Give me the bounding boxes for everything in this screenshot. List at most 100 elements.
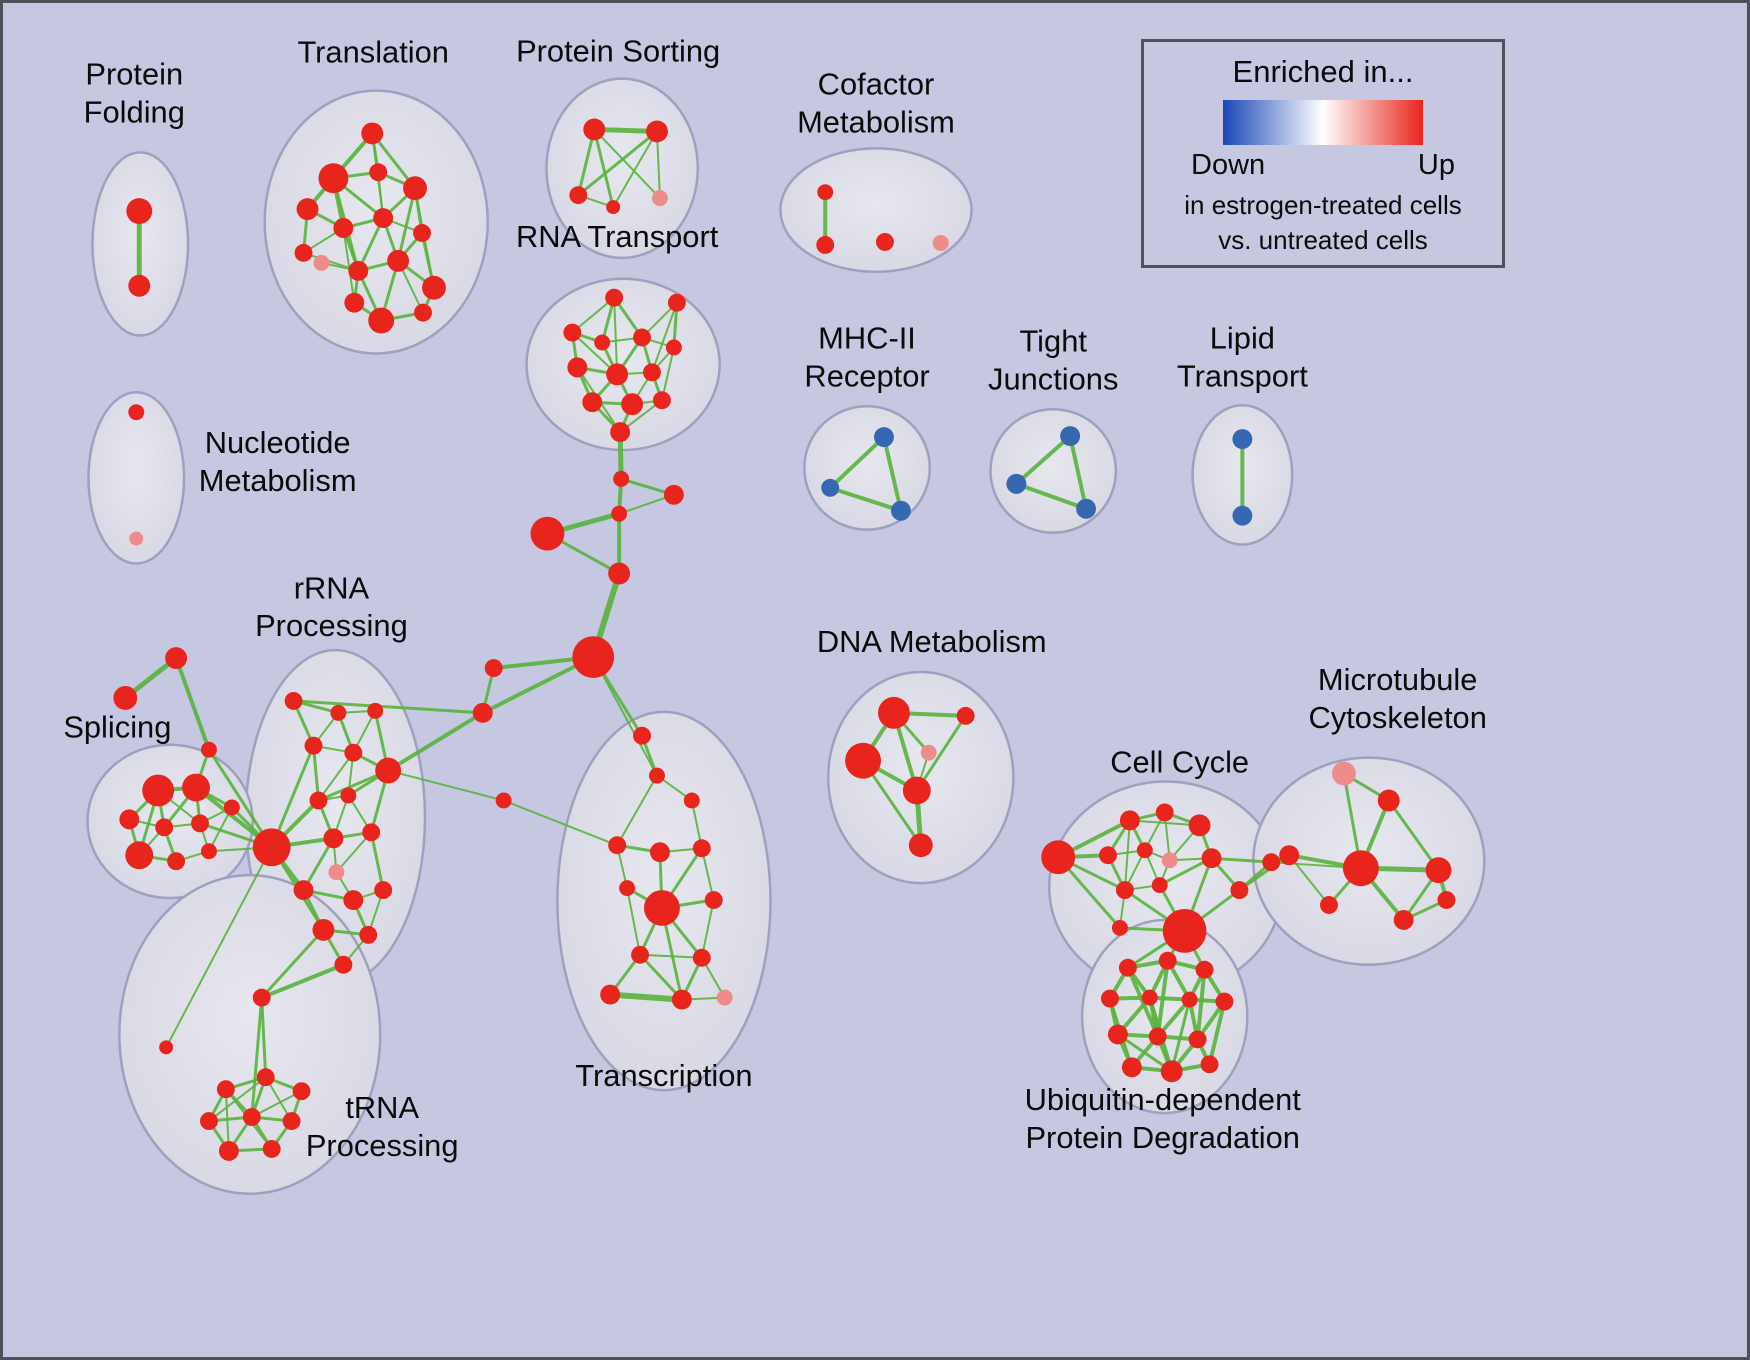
- node-rt4: [594, 334, 611, 351]
- node-cc4: [1188, 814, 1211, 837]
- node-u11: [1121, 1057, 1142, 1078]
- legend-axis-labels: Down Up: [1191, 149, 1455, 182]
- cluster-cofactor-metabolism-ellipse: [779, 147, 973, 274]
- node-ps1: [583, 118, 606, 141]
- node-d1: [877, 696, 910, 729]
- node-x1: [633, 726, 651, 745]
- cluster-mhc-ii-receptor-label: Receptor: [804, 358, 929, 393]
- node-u13: [1200, 1055, 1219, 1074]
- cluster-ubiquitin-degradation-label: Ubiquitin-dependent: [1025, 1082, 1302, 1117]
- edge-ps2-ps5: [655, 130, 661, 200]
- edge-cc2-cc9: [1123, 819, 1131, 892]
- node-u1: [1118, 958, 1137, 977]
- node-ps5: [651, 190, 668, 207]
- node-d5: [902, 776, 931, 805]
- node-sp6: [125, 841, 154, 870]
- node-mh2: [821, 478, 840, 497]
- edge-x12-x13: [607, 991, 685, 1003]
- node-u6: [1181, 991, 1198, 1008]
- node-d2: [956, 706, 975, 725]
- node-cc7: [1161, 852, 1178, 869]
- edge-t1-t7: [250, 996, 264, 1119]
- cluster-ubiquitin-degradation-label: Protein Degradation: [1025, 1120, 1299, 1155]
- node-rt7: [567, 357, 588, 378]
- node-cc2: [1119, 810, 1140, 831]
- node-r17: [359, 925, 378, 944]
- cluster-cell-cycle-label: Cell Cycle: [1110, 745, 1249, 780]
- edge-ps2-ps3: [576, 129, 659, 197]
- edge-mh1-mh2: [828, 435, 886, 490]
- cluster-trna-processing-label: Processing: [306, 1128, 459, 1163]
- node-r9: [340, 787, 357, 804]
- node-a3: [200, 741, 217, 758]
- edge-x10-x11: [639, 953, 703, 959]
- node-sp7: [167, 852, 186, 871]
- node-x5: [649, 842, 670, 863]
- node-tr13: [422, 275, 446, 300]
- node-u3: [1195, 960, 1214, 979]
- node-x13: [671, 989, 692, 1010]
- edge-t5-t7: [250, 1090, 303, 1119]
- legend-subtitle-line2: vs. untreated cells: [1218, 225, 1428, 255]
- node-c3: [530, 516, 565, 551]
- node-r5: [344, 743, 363, 762]
- edge-r16-t1: [260, 928, 325, 1000]
- edge-t1-t4: [260, 996, 268, 1079]
- node-t4: [256, 1068, 275, 1087]
- node-x7: [644, 890, 680, 926]
- node-cc1: [1041, 840, 1076, 875]
- node-r1: [284, 691, 303, 710]
- node-pf1: [126, 198, 153, 225]
- edge-rt1-rt3: [571, 296, 616, 334]
- cluster-nucleotide-metabolism-ellipse: [87, 391, 186, 565]
- node-cc8: [1201, 848, 1222, 869]
- edge-m3-x4: [502, 799, 619, 847]
- node-rt5: [633, 328, 651, 347]
- node-t2: [159, 1040, 174, 1055]
- cluster-protein-folding-label: Protein: [85, 57, 183, 92]
- node-cc11: [1230, 881, 1249, 900]
- node-cm1: [817, 184, 834, 201]
- node-r13: [293, 880, 314, 901]
- node-u9: [1148, 1027, 1167, 1046]
- cluster-nucleotide-metabolism-label: Nucleotide: [205, 425, 351, 460]
- node-sp3: [119, 809, 140, 830]
- cluster-microtubule-cytoskeleton-label: Cytoskeleton: [1308, 700, 1486, 735]
- network-nodes-layer: [113, 118, 1456, 1161]
- node-cc12: [1162, 908, 1207, 953]
- node-a2: [113, 685, 138, 710]
- edge-x10-x13: [638, 953, 684, 1002]
- cluster-trna-processing-ellipse: [118, 873, 382, 1195]
- node-d3: [845, 742, 881, 779]
- node-rt12: [652, 391, 671, 410]
- node-tr7: [373, 208, 394, 229]
- node-pf2: [128, 274, 151, 297]
- edge-tj2-tj3: [1014, 481, 1089, 511]
- node-r6: [375, 757, 402, 784]
- edge-ps2-ps4: [612, 130, 658, 209]
- cluster-tight-junctions-label: Junctions: [988, 361, 1118, 396]
- legend: Enriched in... Down Up in estrogen-treat…: [1141, 39, 1505, 268]
- node-tr15: [368, 307, 395, 334]
- node-rt9: [643, 363, 661, 382]
- edge-mh1-mh3: [881, 435, 903, 513]
- node-rt10: [582, 392, 603, 413]
- cluster-trna-processing-label: tRNA: [345, 1090, 419, 1125]
- node-t5: [292, 1082, 311, 1101]
- node-r14: [343, 890, 364, 910]
- edge-a1-a3: [174, 656, 211, 752]
- node-mt3: [1279, 845, 1300, 866]
- node-tr10: [313, 254, 330, 271]
- node-mt2: [1377, 789, 1400, 812]
- node-d4: [920, 744, 937, 761]
- node-m1: [484, 659, 503, 678]
- node-rt11: [621, 393, 644, 416]
- edge-tj1-tj2: [1014, 434, 1073, 486]
- legend-subtitle-line1: in estrogen-treated cells: [1184, 190, 1462, 220]
- cluster-microtubule-cytoskeleton-label: Microtubule: [1318, 662, 1478, 697]
- node-c5: [608, 562, 631, 585]
- node-tr12: [387, 249, 410, 272]
- node-r2: [330, 704, 347, 721]
- node-mt7: [1393, 909, 1414, 930]
